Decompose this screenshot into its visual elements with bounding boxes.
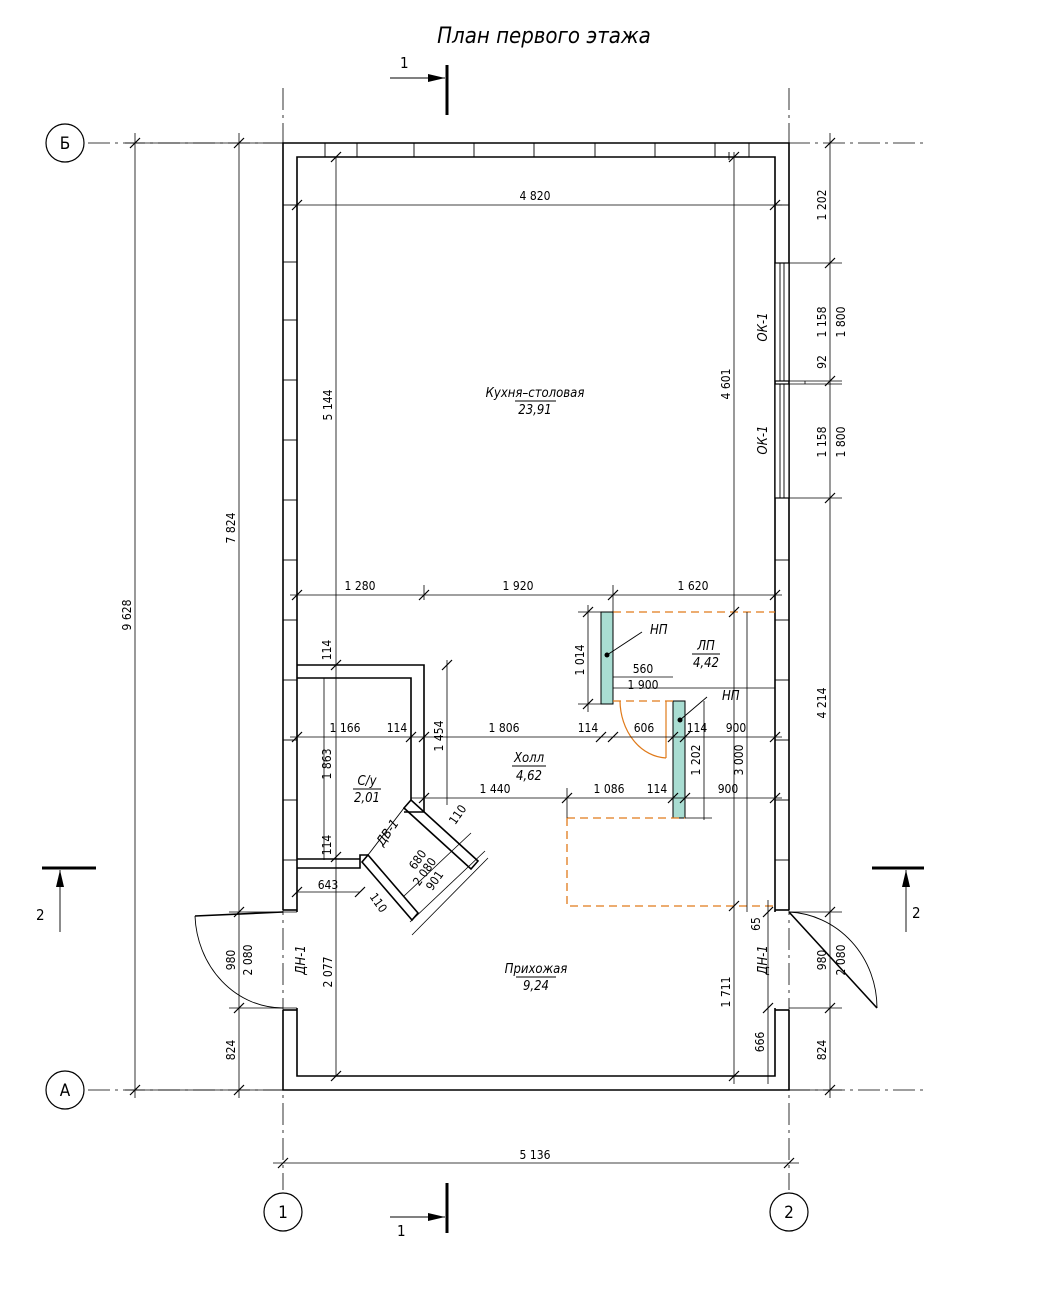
mark-np-1: НП bbox=[650, 623, 668, 638]
room-bath: С/у 2,01 bbox=[353, 774, 381, 806]
axis-bubble-1: 1 bbox=[263, 1192, 303, 1232]
svg-text:1 158: 1 158 bbox=[815, 306, 829, 337]
dimension-lines bbox=[125, 133, 842, 1169]
section-marker-1-top: 1 bbox=[390, 54, 449, 115]
window-ok1-upper bbox=[774, 262, 790, 382]
svg-text:Холл: Холл bbox=[513, 751, 545, 766]
svg-text:7 824: 7 824 bbox=[224, 512, 238, 543]
svg-text:1 086: 1 086 bbox=[594, 782, 625, 796]
interior-walls bbox=[297, 152, 730, 922]
svg-text:1 806: 1 806 bbox=[489, 721, 520, 735]
svg-text:110: 110 bbox=[367, 890, 390, 915]
svg-text:А: А bbox=[60, 1081, 71, 1101]
svg-text:110: 110 bbox=[446, 802, 469, 827]
svg-text:643: 643 bbox=[318, 878, 339, 892]
svg-text:4,62: 4,62 bbox=[516, 769, 542, 784]
room-hall: Холл 4,62 bbox=[512, 751, 546, 784]
svg-text:1 620: 1 620 bbox=[678, 579, 709, 593]
axis-bubble-a: А bbox=[45, 1070, 85, 1110]
svg-text:2: 2 bbox=[912, 904, 921, 922]
svg-text:4 820: 4 820 bbox=[520, 189, 551, 203]
svg-text:114: 114 bbox=[387, 721, 408, 735]
svg-text:824: 824 bbox=[224, 1040, 238, 1061]
svg-text:114: 114 bbox=[320, 640, 334, 661]
svg-text:1 863: 1 863 bbox=[320, 749, 334, 780]
svg-text:980: 980 bbox=[815, 950, 829, 971]
svg-text:606: 606 bbox=[634, 721, 655, 735]
mark-dv1: ДВ-1 bbox=[373, 817, 402, 850]
mark-dn1-left: ДН-1 bbox=[294, 945, 309, 976]
svg-text:824: 824 bbox=[815, 1040, 829, 1061]
svg-text:Кухня–столовая: Кухня–столовая bbox=[486, 386, 585, 401]
svg-text:114: 114 bbox=[578, 721, 599, 735]
svg-text:2: 2 bbox=[784, 1203, 794, 1223]
room-entry: Прихожая 9,24 bbox=[505, 962, 568, 994]
svg-text:4,42: 4,42 bbox=[693, 656, 719, 671]
svg-text:1 440: 1 440 bbox=[480, 782, 511, 796]
svg-text:5 144: 5 144 bbox=[321, 389, 335, 420]
dimension-texts: 9 628 7 824 980 2 080 824 5 136 4 820 5 … bbox=[120, 189, 848, 1162]
svg-text:9,24: 9,24 bbox=[523, 979, 549, 994]
svg-text:Б: Б bbox=[60, 134, 71, 154]
axis-bubble-2: 2 bbox=[769, 1192, 809, 1232]
svg-text:1 454: 1 454 bbox=[432, 720, 446, 751]
mark-ok1-lower: ОК-1 bbox=[756, 425, 771, 454]
mark-np-2: НП bbox=[722, 689, 740, 704]
svg-text:980: 980 bbox=[224, 950, 238, 971]
svg-text:Прихожая: Прихожая bbox=[505, 962, 568, 977]
svg-text:4 601: 4 601 bbox=[719, 369, 733, 400]
svg-text:ЛП: ЛП bbox=[696, 639, 715, 654]
svg-text:666: 666 bbox=[753, 1032, 767, 1053]
exterior-walls bbox=[282, 142, 790, 1091]
svg-text:2,01: 2,01 bbox=[354, 791, 380, 806]
svg-text:92: 92 bbox=[815, 355, 829, 369]
svg-text:114: 114 bbox=[687, 721, 708, 735]
svg-text:С/у: С/у bbox=[357, 774, 377, 789]
svg-text:1 711: 1 711 bbox=[719, 977, 733, 1008]
svg-text:2 080: 2 080 bbox=[241, 944, 255, 975]
section-marker-2-right: 2 bbox=[872, 866, 924, 932]
svg-text:1: 1 bbox=[400, 54, 409, 72]
svg-text:560: 560 bbox=[633, 662, 654, 676]
axis-bubble-b: Б bbox=[45, 123, 85, 163]
door-dn1-right bbox=[788, 911, 878, 1009]
svg-text:2 080: 2 080 bbox=[834, 944, 848, 975]
svg-text:114: 114 bbox=[320, 835, 334, 856]
svg-text:1 280: 1 280 bbox=[345, 579, 376, 593]
svg-text:900: 900 bbox=[718, 782, 739, 796]
svg-text:23,91: 23,91 bbox=[518, 403, 551, 418]
section-marker-1-bottom: 1 bbox=[390, 1183, 449, 1240]
mark-ok1-upper: ОК-1 bbox=[756, 312, 771, 341]
room-kitchen: Кухня–столовая 23,91 bbox=[486, 386, 585, 418]
room-stair: ЛП 4,42 bbox=[692, 639, 720, 671]
svg-text:9 628: 9 628 bbox=[120, 599, 134, 630]
section-marker-2-left: 2 bbox=[36, 866, 96, 932]
svg-text:114: 114 bbox=[647, 782, 668, 796]
svg-text:5 136: 5 136 bbox=[520, 1148, 551, 1162]
svg-text:1 158: 1 158 bbox=[815, 426, 829, 457]
plan-title: План первого этажа bbox=[437, 24, 651, 49]
window-ok1-lower bbox=[774, 383, 790, 499]
svg-text:2: 2 bbox=[36, 906, 45, 924]
svg-text:4 214: 4 214 bbox=[815, 687, 829, 718]
svg-text:1: 1 bbox=[397, 1222, 406, 1240]
svg-text:1 202: 1 202 bbox=[815, 190, 829, 221]
svg-text:1 014: 1 014 bbox=[573, 644, 587, 675]
mark-dn1-right: ДН-1 bbox=[756, 945, 771, 976]
svg-text:2 077: 2 077 bbox=[321, 957, 335, 988]
svg-text:1 166: 1 166 bbox=[330, 721, 361, 735]
axis-lines bbox=[88, 88, 925, 1190]
svg-text:1 920: 1 920 bbox=[503, 579, 534, 593]
svg-text:1 800: 1 800 bbox=[834, 306, 848, 337]
svg-text:1 202: 1 202 bbox=[689, 745, 703, 776]
svg-text:65: 65 bbox=[749, 917, 763, 931]
stair-outlines bbox=[566, 611, 775, 907]
svg-text:1 900: 1 900 bbox=[628, 678, 659, 692]
svg-text:1 800: 1 800 bbox=[834, 426, 848, 457]
svg-text:900: 900 bbox=[726, 721, 747, 735]
svg-text:3 000: 3 000 bbox=[732, 744, 746, 775]
svg-text:1: 1 bbox=[278, 1203, 288, 1223]
